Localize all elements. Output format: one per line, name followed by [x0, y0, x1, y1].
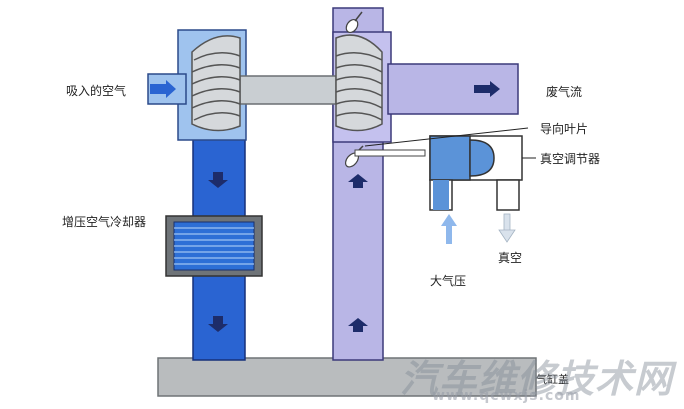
top-guide-vane — [345, 11, 363, 34]
intake-arrow — [150, 80, 176, 98]
atmospheric-up-arrow — [441, 214, 457, 244]
exhaust-out-arrow — [474, 81, 500, 97]
vacuum-regulator — [429, 135, 523, 211]
exhaust-up-arrow-2 — [348, 318, 368, 332]
vacuum-regulator-label: 真空调节器 — [540, 152, 601, 166]
intake-air-label: 吸入的空气 — [66, 84, 127, 98]
guide-vane-leader — [364, 127, 529, 147]
intercooler — [165, 215, 263, 277]
compressor-wheel — [191, 35, 241, 132]
turbine-wheel — [335, 34, 383, 132]
intercooler-label: 增压空气冷却器 — [62, 215, 147, 229]
exhaust-up-arrow-1 — [348, 174, 368, 188]
vacuum-label: 真空 — [498, 251, 523, 265]
cylinder-head-block — [157, 357, 537, 397]
watermark-url: www.qcwxjs.com — [432, 388, 581, 404]
intake-down-arrow-1 — [208, 172, 228, 188]
watermark-text: 汽车维修技术网 — [400, 357, 674, 401]
cylinder-label: 气缸盖 — [536, 373, 569, 386]
guide-vane — [344, 145, 426, 168]
vacuum-down-arrow — [498, 213, 516, 243]
turbo-shaft — [239, 75, 337, 105]
guide-vane-label: 导向叶片 — [540, 122, 589, 136]
actuator-rod — [354, 149, 426, 157]
atmospheric-pressure-label: 大气压 — [430, 274, 467, 288]
exhaust-flow-label: 废气流 — [546, 85, 583, 99]
intake-down-arrow-2 — [208, 316, 228, 332]
